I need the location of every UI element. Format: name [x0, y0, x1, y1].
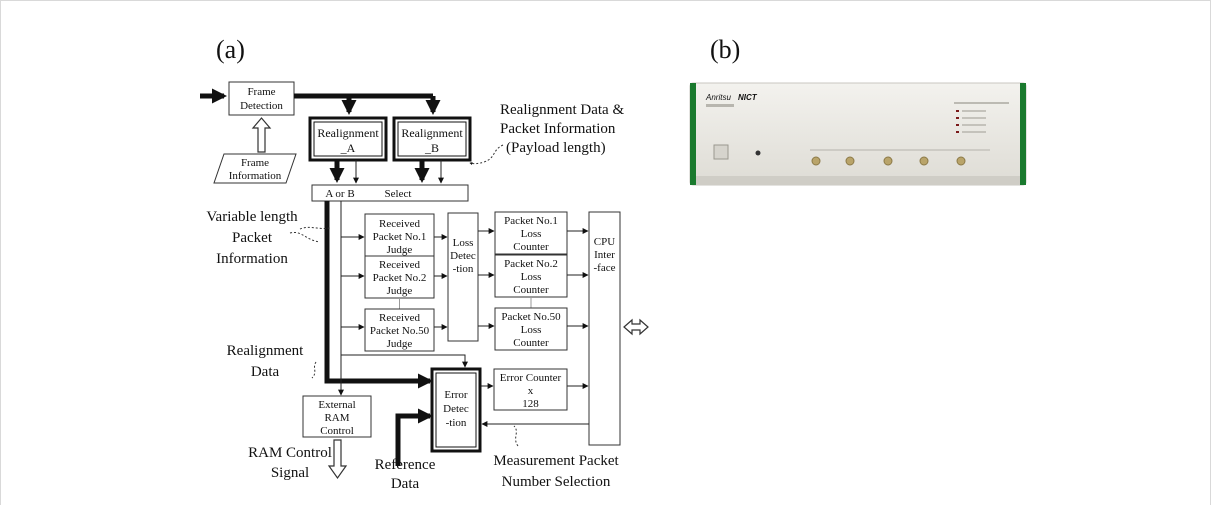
svg-text:Realignment: Realignment — [227, 343, 304, 359]
svg-text:Packet: Packet — [232, 230, 273, 246]
loss-counter-50-block: Packet No.50 Loss Counter — [494, 307, 568, 351]
svg-text:Received: Received — [379, 312, 420, 324]
svg-text:Packet No.2: Packet No.2 — [504, 258, 558, 270]
realignment-info-label: Realignment Data & Packet Information (P… — [500, 102, 624, 156]
svg-text:Judge: Judge — [387, 285, 413, 297]
loss-counter-2-block: Packet No.2 Loss Counter — [494, 254, 568, 298]
device-left-accent — [690, 83, 696, 185]
svg-text:Detection: Detection — [240, 100, 283, 112]
svg-text:Error Counter: Error Counter — [500, 372, 562, 384]
panel-b-label: (b) — [710, 35, 740, 64]
svg-text:Inter: Inter — [594, 249, 615, 261]
svg-text:Variable length: Variable length — [206, 209, 298, 225]
error-detection-block: Error Detec -tion — [430, 367, 482, 453]
svg-text:Packet Information: Packet Information — [500, 121, 616, 137]
svg-text:-tion: -tion — [453, 263, 474, 275]
device-photo: Anritsu NICT — [689, 82, 1027, 186]
ram-control-signal-label: RAM Control Signal — [248, 445, 332, 481]
svg-text:Frame: Frame — [241, 157, 269, 169]
device-connectors — [811, 156, 966, 166]
svg-text:-tion: -tion — [446, 417, 467, 429]
judge-2-block: Received Packet No.2 Judge — [364, 255, 435, 299]
svg-text:Select: Select — [385, 188, 412, 200]
svg-text:A or B: A or B — [325, 188, 354, 200]
judge-50-block: Received Packet No.50 Judge — [364, 308, 435, 352]
svg-text:Received: Received — [379, 259, 420, 271]
error-counter-block: Error Counter x 128 — [493, 368, 568, 411]
panel-a-label: (a) — [216, 35, 245, 64]
svg-text:Loss: Loss — [521, 228, 542, 240]
svg-text:Counter: Counter — [513, 241, 549, 253]
svg-text:Packet No.2: Packet No.2 — [373, 272, 427, 284]
svg-text:Realignment: Realignment — [401, 126, 463, 140]
svg-text:Loss: Loss — [521, 324, 542, 336]
svg-text:Realignment Data &: Realignment Data & — [500, 102, 624, 118]
svg-text:-face: -face — [594, 262, 616, 274]
realignment-data-bus — [324, 201, 425, 384]
svg-text:Frame: Frame — [247, 86, 275, 98]
svg-text:Counter: Counter — [513, 337, 549, 349]
realignment-b-block: Realignment _B — [392, 116, 472, 162]
svg-text:Loss: Loss — [521, 271, 542, 283]
svg-text:_A: _A — [340, 141, 356, 155]
realignment-a-block: Realignment _A — [308, 116, 388, 162]
svg-text:Detec: Detec — [443, 403, 469, 415]
device-partner: NICT — [738, 93, 758, 102]
svg-text:Signal: Signal — [271, 465, 309, 481]
svg-text:Data: Data — [391, 476, 420, 492]
frame-information-block: Frame Information — [213, 153, 297, 184]
reference-data-bus — [395, 413, 427, 466]
svg-text:Judge: Judge — [387, 244, 413, 256]
ram-control-hollow-arrow — [327, 439, 348, 480]
cpu-interface-block: CPU Inter -face — [588, 211, 621, 446]
device-status-leds — [956, 110, 986, 133]
svg-text:Information: Information — [229, 170, 282, 182]
svg-text:Received: Received — [379, 218, 420, 230]
svg-text:External: External — [318, 399, 355, 411]
svg-text:Packet No.50: Packet No.50 — [370, 325, 430, 337]
svg-text:Counter: Counter — [513, 284, 549, 296]
svg-text:RAM: RAM — [324, 412, 349, 424]
frame-detection-block: Frame Detection — [228, 81, 295, 116]
svg-text:x: x — [528, 385, 534, 397]
judge-1-block: Received Packet No.1 Judge — [364, 213, 435, 260]
measurement-packet-label: Measurement Packet Number Selection — [493, 453, 619, 490]
svg-text:Judge: Judge — [387, 338, 413, 350]
svg-text:Loss: Loss — [453, 237, 474, 249]
svg-text:Error: Error — [444, 389, 468, 401]
svg-text:Reference: Reference — [375, 457, 436, 473]
frame-info-hollow-arrow — [251, 117, 272, 153]
power-switch-icon — [713, 144, 729, 160]
ab-select-block: A or B Select — [311, 184, 469, 202]
loss-counter-1-block: Packet No.1 Loss Counter — [494, 211, 568, 255]
reference-data-label: Reference Data — [375, 457, 436, 492]
svg-text:Packet No.50: Packet No.50 — [501, 311, 561, 323]
svg-text:Number Selection: Number Selection — [502, 474, 611, 490]
svg-text:Packet No.1: Packet No.1 — [373, 231, 427, 243]
svg-text:Information: Information — [216, 251, 288, 267]
device-right-accent — [1020, 83, 1026, 185]
device-port-icon — [755, 150, 761, 156]
device-brand: Anritsu — [705, 93, 731, 102]
realignment-data-label: Realignment Data — [227, 343, 304, 380]
cpu-io-double-arrow — [623, 318, 649, 336]
svg-text:Realignment: Realignment — [317, 126, 379, 140]
loss-detection-block: Loss Detec -tion — [447, 212, 479, 342]
svg-text:Data: Data — [251, 364, 280, 380]
variable-length-label: Variable length Packet Information — [206, 209, 298, 267]
external-ram-control-block: External RAM Control — [302, 395, 372, 438]
svg-text:_B: _B — [424, 141, 439, 155]
svg-text:Control: Control — [320, 425, 354, 437]
svg-text:Detec: Detec — [450, 250, 476, 262]
svg-text:128: 128 — [522, 398, 539, 410]
svg-text:(Payload length): (Payload length) — [506, 140, 606, 156]
svg-text:Measurement Packet: Measurement Packet — [493, 453, 619, 469]
svg-text:Packet No.1: Packet No.1 — [504, 215, 558, 227]
svg-text:CPU: CPU — [594, 236, 615, 248]
svg-text:RAM Control: RAM Control — [248, 445, 332, 461]
